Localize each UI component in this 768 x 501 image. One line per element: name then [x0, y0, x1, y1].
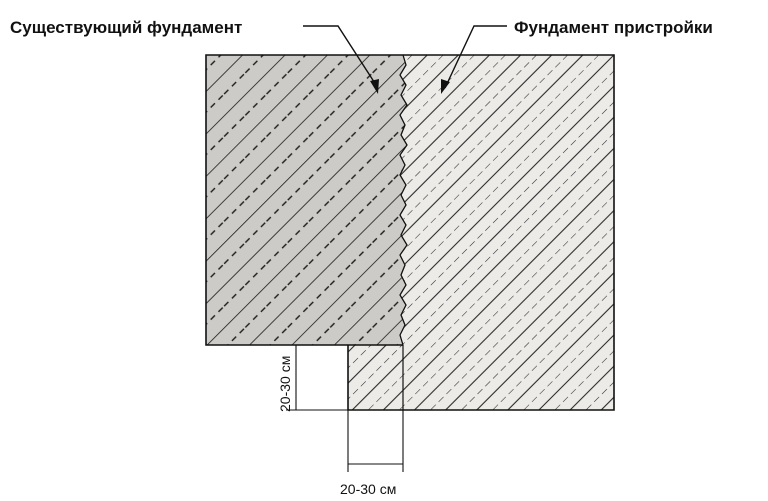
existing-foundation-block	[206, 55, 407, 345]
extension-foundation-leader	[444, 25, 507, 89]
existing-leader-arrowhead	[370, 79, 379, 94]
joint-line	[399, 54, 408, 346]
horizontal-dimension	[347, 410, 404, 472]
horizontal-dimension-label: 20-30 см	[340, 481, 396, 497]
existing-foundation-label: Существующий фундамент	[10, 18, 242, 37]
extension-leader-arrowhead	[441, 79, 450, 94]
existing-foundation-leader	[303, 25, 379, 89]
leader-lines	[303, 25, 507, 89]
vertical-dimension-label: 20-30 см	[277, 356, 293, 412]
extension-foundation-label: Фундамент пристройки	[514, 18, 713, 37]
vertical-dimension	[286, 344, 348, 411]
extension-foundation-outline	[347, 54, 615, 411]
